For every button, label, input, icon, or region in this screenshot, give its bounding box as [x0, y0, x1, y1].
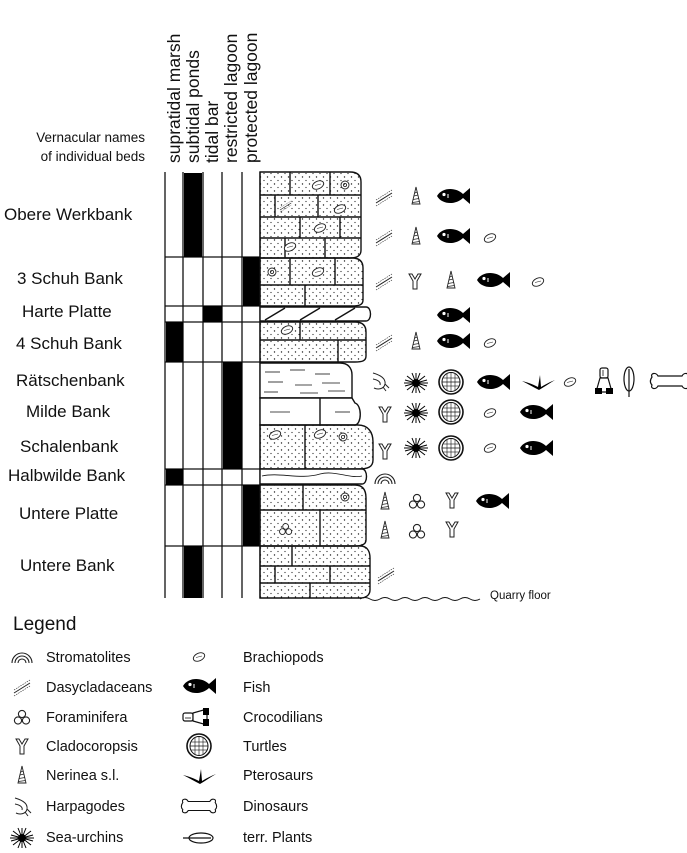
harpagodes-icon: [14, 797, 32, 817]
crocodilian-icon: [182, 707, 210, 727]
legend-label-crocodilians: Crocodilians: [243, 710, 323, 726]
cladocoropsis-icon: [15, 738, 29, 755]
legend-label-foraminifera: Foraminifera: [46, 710, 128, 726]
vernacular-names-heading: Vernacular names of individual beds: [15, 128, 145, 166]
turtle-icon: [186, 733, 212, 759]
legend-label-dinosaurs: Dinosaurs: [243, 799, 309, 815]
nerinea-icon: [17, 765, 27, 784]
legend-label-terr-plants: terr. Plants: [243, 830, 313, 846]
legend-title: Legend: [13, 614, 77, 635]
legend-label-pterosaurs: Pterosaurs: [243, 768, 314, 784]
legend-label-nerinea: Nerinea s.l.: [46, 768, 120, 784]
lithologic-column: [259, 171, 374, 599]
legend-label-sea-urchins: Sea-urchins: [46, 830, 124, 846]
fish-icon: [182, 677, 217, 695]
bed-raetschenbank: Rätschenbank: [16, 371, 125, 390]
legend-label-cladocoropsis: Cladocoropsis: [46, 739, 138, 755]
bed-4-schuh-bank: 4 Schuh Bank: [16, 334, 122, 353]
brachiopod-icon: [191, 650, 207, 664]
bed-harte-platte: Harte Platte: [22, 302, 112, 321]
pterosaur-icon: [183, 769, 216, 784]
bed-halbwilde-bank: Halbwilde Bank: [8, 466, 126, 485]
dinosaur-icon: [180, 798, 218, 814]
legend-label-turtles: Turtles: [243, 739, 287, 755]
dasycladacean-icon: [13, 679, 31, 697]
bed-obere-werkbank: Obere Werkbank: [4, 205, 133, 224]
legend-label-harpagodes: Harpagodes: [46, 799, 125, 815]
vernacular-title-line1: Vernacular names: [36, 130, 145, 145]
legend-label-brachiopods: Brachiopods: [243, 650, 324, 666]
quarry-floor-label: Quarry floor: [490, 590, 551, 602]
bed-3-schuh-bank: 3 Schuh Bank: [17, 269, 123, 288]
stromatolite-icon: [11, 652, 33, 664]
plant-icon: [182, 832, 214, 844]
bed-untere-bank: Untere Bank: [20, 556, 115, 575]
bed-schalenbank: Schalenbank: [20, 437, 119, 456]
foraminifera-icon: [13, 709, 31, 725]
bed-milde-bank: Milde Bank: [26, 402, 111, 421]
vernacular-title-line2: of individual beds: [40, 149, 145, 164]
fossil-occurrences: [372, 186, 687, 585]
legend-label-fish: Fish: [243, 680, 271, 696]
legend-label-dasycladaceans: Dasycladaceans: [46, 680, 153, 696]
quarry-floor-line: [359, 597, 481, 601]
environment-bars: [166, 173, 260, 598]
sea-urchin-icon: [9, 827, 35, 849]
bed-untere-platte: Untere Platte: [19, 504, 119, 523]
legend-label-stromatolites: Stromatolites: [46, 650, 131, 666]
